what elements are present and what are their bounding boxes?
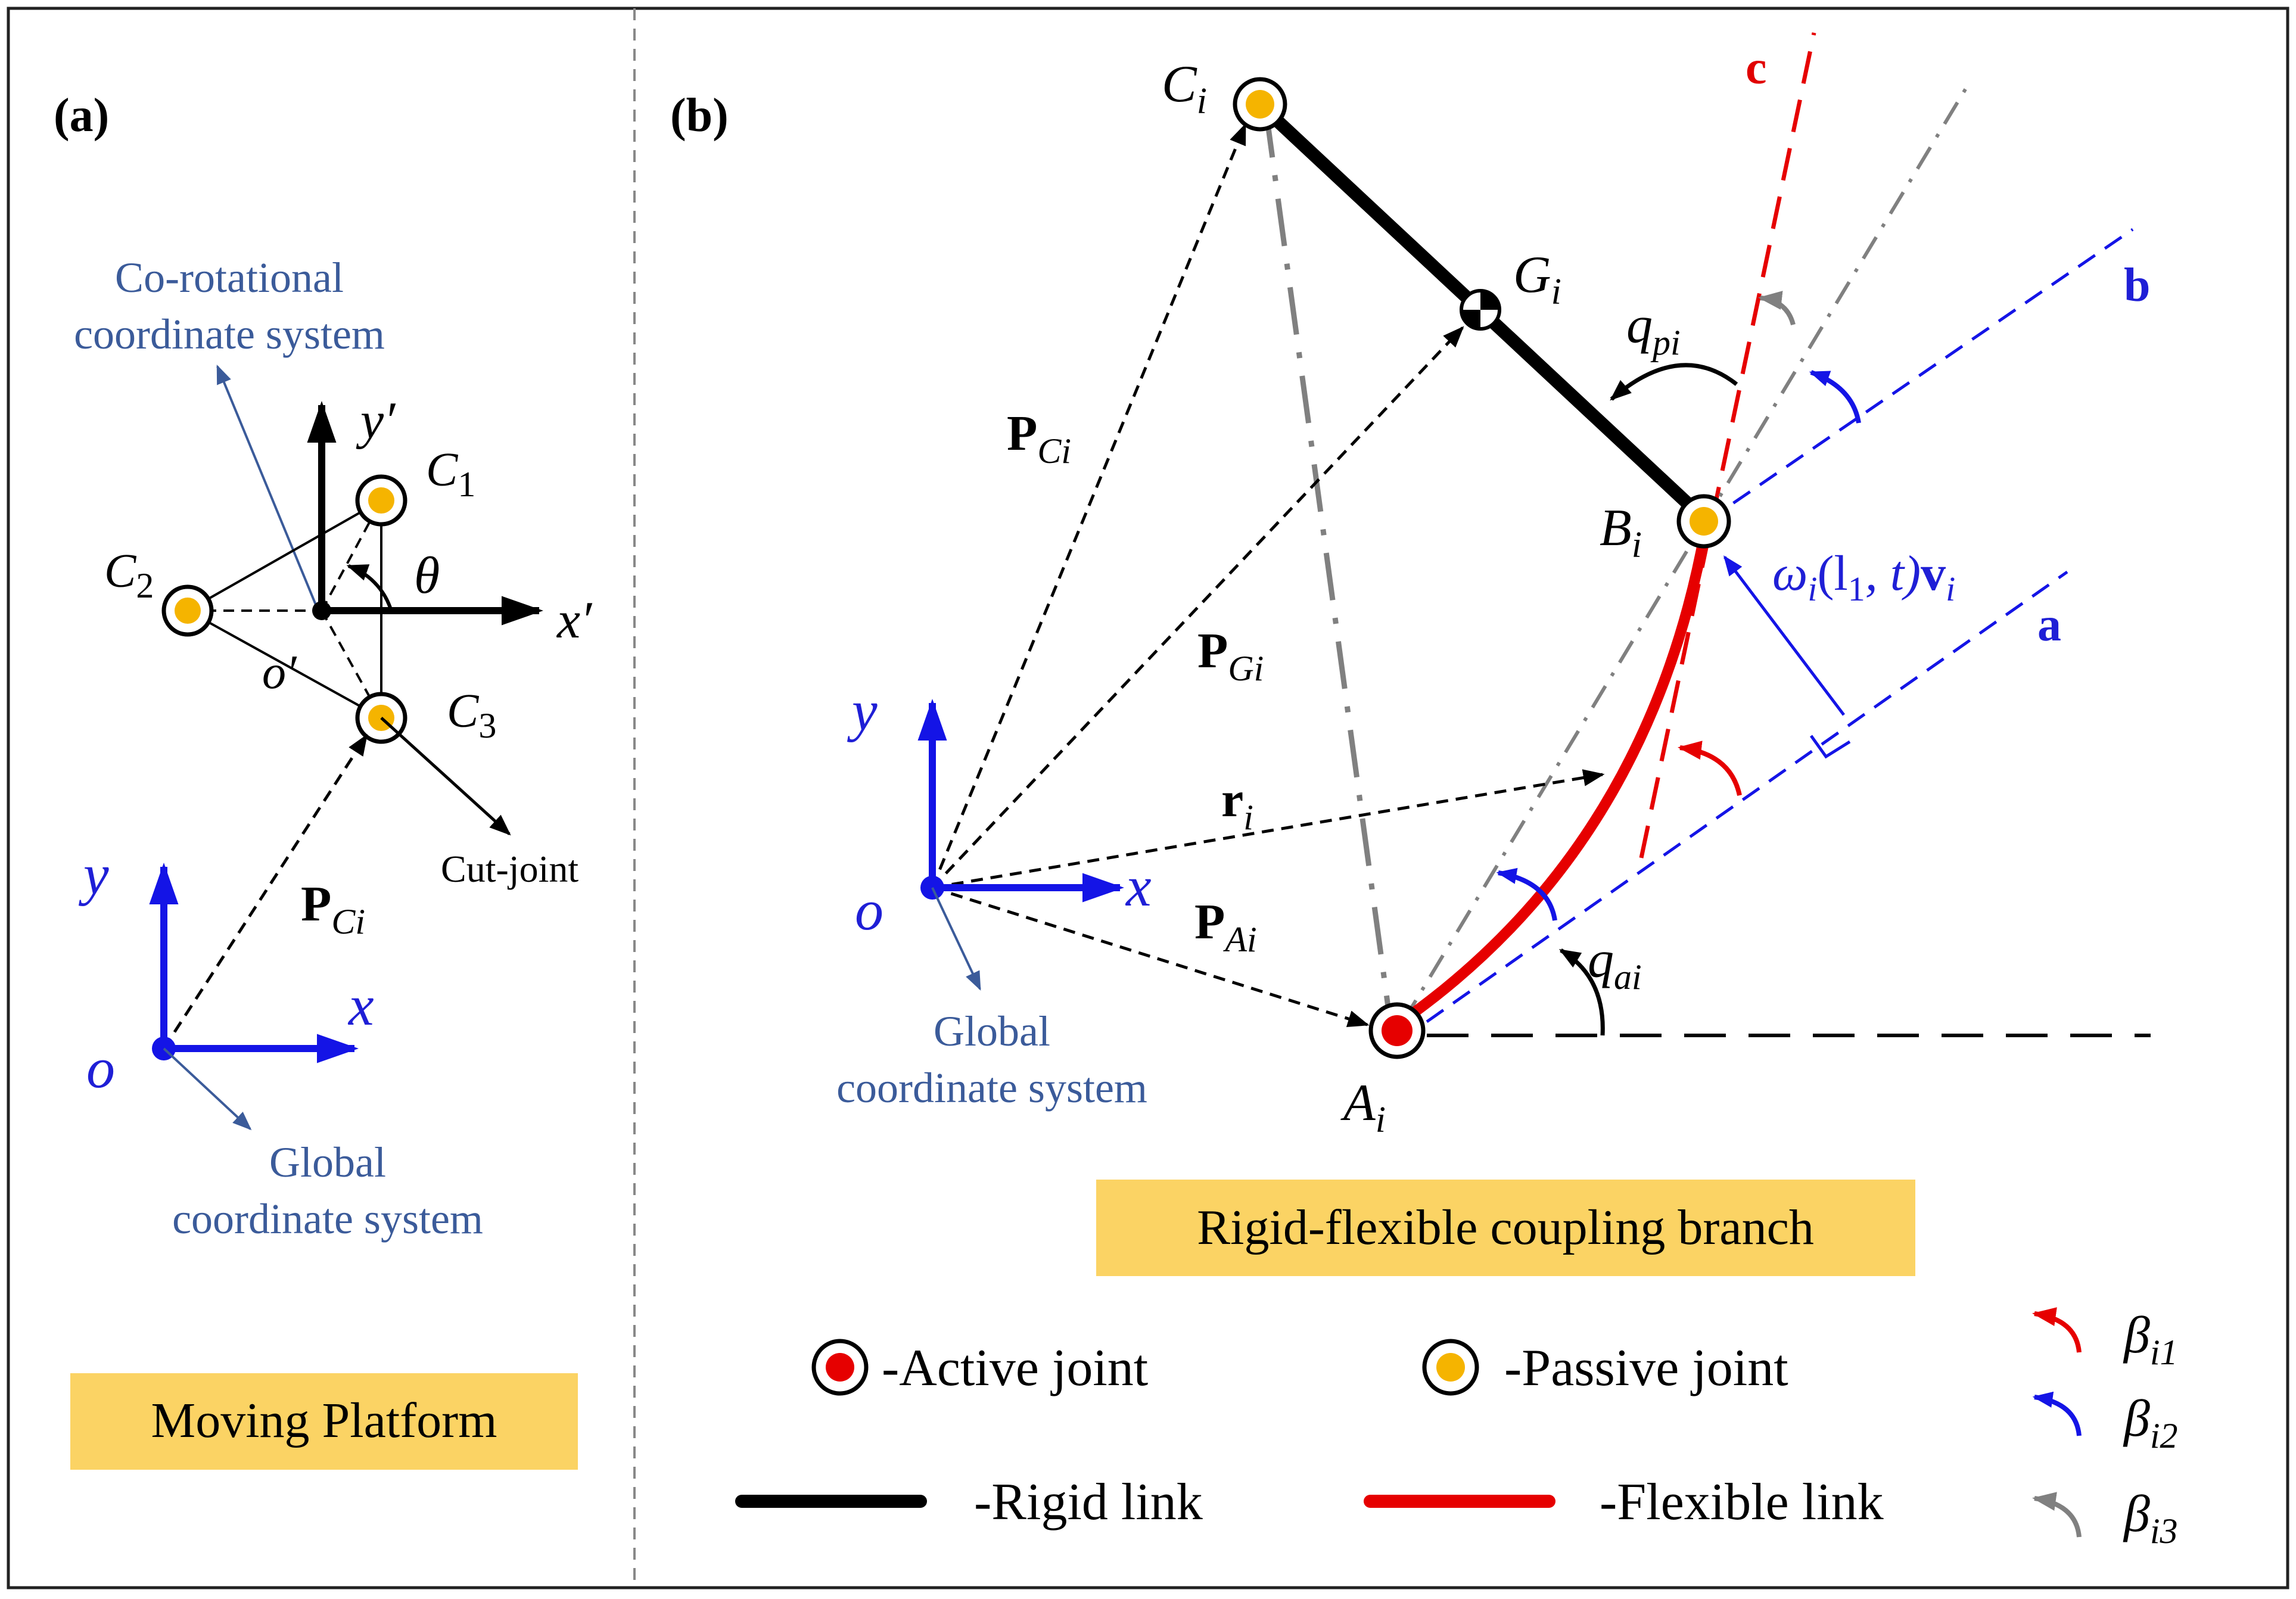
panel-b-tag: (b): [670, 89, 729, 142]
legend-beta1-label: βi1: [2123, 1306, 2178, 1372]
coupling-branch-label: Rigid-flexible coupling branch: [1197, 1200, 1814, 1255]
global-pointer-b: [931, 887, 981, 991]
corot-pointer-arrow: [216, 365, 317, 605]
c1-label: C1: [426, 444, 475, 504]
gray-ci-ai-line: [1263, 110, 1391, 1007]
p-ci-vector-a: [162, 733, 368, 1050]
panel-a: (a) Co-rotational coordinate system y′ x…: [54, 89, 593, 1470]
legend-active-joint-icon: [811, 1339, 869, 1396]
outer-frame: [7, 7, 2289, 1589]
q-pi-arc: [1610, 363, 1738, 401]
legend-passive-joint-label: -Passive joint: [1504, 1339, 1788, 1397]
line-b-label: b: [2124, 259, 2151, 312]
global-y-label-b: y: [847, 679, 878, 742]
platform-dashed-c3: [321, 610, 382, 718]
global-label-b-line2: coordinate system: [836, 1064, 1147, 1112]
platform-dashed-c1: [321, 500, 382, 611]
omega-label: ωi(l1, t)vi: [1772, 546, 1955, 608]
p-gi-vector: [931, 326, 1464, 889]
legend-beta1-arc: [2032, 1307, 2082, 1353]
ai-label: Ai: [1340, 1074, 1386, 1140]
y-prime-label: y′: [356, 392, 396, 450]
beta1-arc-mid: [1678, 741, 1742, 796]
p-gi-label: PGi: [1197, 623, 1264, 688]
flexible-link: [1393, 520, 1712, 1029]
gi-label: Gi: [1513, 246, 1561, 312]
coupling-branch-box: [1096, 1180, 1915, 1276]
theta-arc: [346, 564, 392, 609]
beta2-arc-top: [1809, 370, 1861, 424]
legend: -Active joint -Passive joint -Rigid link…: [735, 1306, 2178, 1551]
cut-joint-label: Cut-joint: [441, 848, 578, 890]
moving-platform-box: [70, 1373, 578, 1470]
p-ci-label-b: PCi: [1007, 406, 1071, 471]
global-y-label-a: y: [78, 842, 109, 906]
panel-a-tag: (a): [54, 89, 109, 142]
cut-joint-arrow: [380, 717, 511, 836]
q-pi-label: qpi: [1626, 297, 1681, 362]
gray-dashdot-line: [1401, 82, 1971, 1023]
p-ai-vector: [932, 886, 1370, 1027]
panel-b: (b): [670, 32, 2151, 1276]
legend-passive-joint-icon: [1422, 1339, 1479, 1396]
joint-c2: [161, 584, 214, 637]
beta3-arc-top: [1758, 291, 1796, 326]
line-a-label: a: [2037, 599, 2061, 651]
corot-label-line2: coordinate system: [74, 310, 385, 358]
global-label-a-line1: Global: [269, 1138, 386, 1186]
legend-beta2-label: βi2: [2123, 1390, 2178, 1455]
global-label-a-line2: coordinate system: [172, 1195, 483, 1243]
omega-vector: [1723, 555, 1845, 716]
bi-label: Bi: [1600, 499, 1642, 565]
q-ai-label: qai: [1588, 931, 1642, 997]
legend-flexible-link-label: -Flexible link: [1600, 1473, 1884, 1531]
p-ai-label: PAi: [1194, 894, 1257, 959]
c3-label: C3: [447, 685, 496, 745]
legend-beta3-label: βi3: [2123, 1485, 2178, 1551]
r-i-vector: [932, 769, 1605, 889]
line-a: [1426, 570, 2068, 1024]
right-angle-mark: [1809, 735, 1851, 759]
p-ci-label-a: PCi: [301, 876, 365, 941]
line-c: [1639, 32, 1816, 858]
global-x-label-b: x: [1125, 854, 1152, 918]
joint-bi: [1676, 494, 1731, 549]
global-label-b-line1: Global: [934, 1007, 1050, 1055]
line-c-label: c: [1746, 42, 1767, 94]
moving-platform-label: Moving Platform: [151, 1393, 497, 1448]
joint-c1: [355, 474, 407, 527]
global-pointer-a: [163, 1047, 252, 1131]
corot-label-line1: Co-rotational: [115, 254, 344, 301]
p-ci-vector-b: [931, 123, 1247, 888]
legend-beta3-arc: [2032, 1492, 2082, 1538]
x-prime-label: x′: [556, 592, 593, 649]
q-ai-arc: [1558, 948, 1605, 1036]
beta2-arc-low: [1496, 867, 1557, 921]
legend-active-joint-label: -Active joint: [882, 1339, 1148, 1397]
line-b: [1706, 228, 2134, 523]
global-o-label-a: o: [86, 1036, 115, 1100]
theta-label: θ: [414, 547, 440, 605]
legend-rigid-link-label: -Rigid link: [974, 1473, 1203, 1531]
ci-label: Ci: [1162, 55, 1207, 122]
joint-ci: [1233, 77, 1287, 132]
c2-label: C2: [104, 545, 154, 605]
o-prime-label: o′: [262, 646, 297, 699]
legend-beta2-arc: [2032, 1391, 2082, 1436]
center-of-mass-gi: [1460, 289, 1501, 331]
r-i-label: ri: [1221, 772, 1253, 837]
global-x-label-a: x: [347, 973, 374, 1037]
o-prime-point: [312, 601, 331, 620]
global-o-label-b: o: [855, 878, 883, 942]
joint-ai: [1368, 1002, 1426, 1059]
